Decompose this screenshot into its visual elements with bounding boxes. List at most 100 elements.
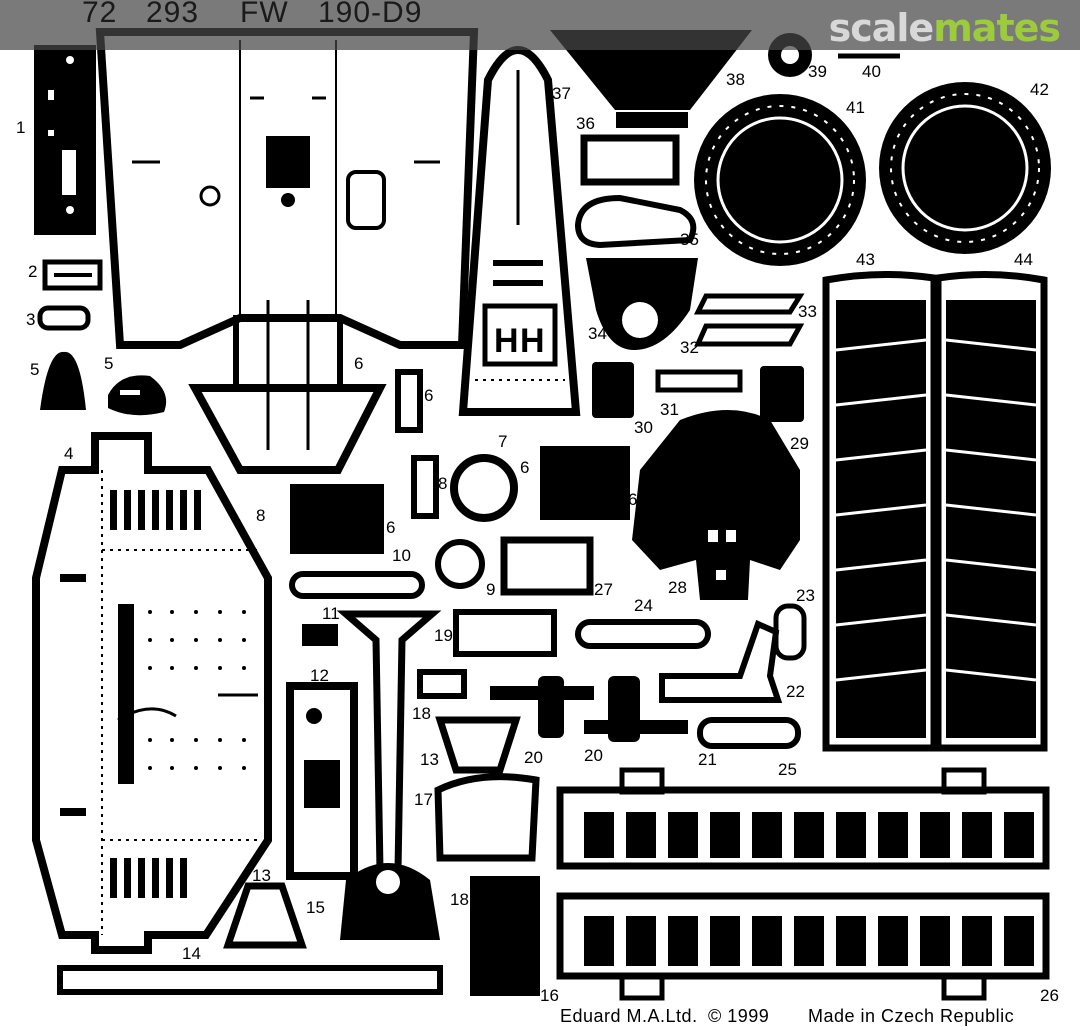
part-number: 17 — [414, 790, 433, 809]
part-42-wheel — [879, 82, 1051, 254]
part-number: 14 — [182, 944, 201, 963]
part-number: 33 — [798, 302, 817, 321]
part-number: 20 — [524, 748, 543, 767]
part-17-shroud — [434, 773, 540, 862]
part-number: 5 — [104, 354, 114, 373]
part-number: 37 — [552, 84, 571, 103]
svg-text:H: H — [494, 322, 519, 360]
part-number: 18 — [412, 704, 431, 723]
part-number: 31 — [660, 400, 679, 419]
part-13-cup — [435, 716, 521, 774]
part-21-link — [697, 717, 801, 749]
part-number: 24 — [634, 596, 653, 615]
part-number: 43 — [856, 250, 875, 269]
part-29-block — [760, 366, 804, 422]
part-number: 36 — [576, 114, 595, 133]
part-number: 40 — [862, 62, 881, 81]
part-number: 22 — [786, 682, 805, 701]
kit-number-prefix: 72 — [82, 0, 118, 29]
parts-2-3-small — [37, 259, 103, 331]
part-number: 38 — [726, 70, 745, 89]
part-number: 7 — [498, 432, 508, 451]
part-9-ring — [435, 539, 485, 589]
part-38-funnel — [550, 30, 752, 110]
aircraft-variant: 190-D9 — [318, 0, 423, 29]
part-number: 25 — [778, 760, 797, 779]
part-number: 32 — [680, 338, 699, 357]
part-6-tray — [188, 300, 387, 474]
part-number: 8 — [256, 506, 266, 525]
part-28-seat — [632, 410, 800, 600]
watermark-part2: mates — [933, 6, 1061, 50]
part-number: 28 — [668, 578, 687, 597]
part-number: 41 — [846, 98, 865, 117]
part-10-link — [289, 571, 425, 599]
part-18-clip — [417, 669, 467, 699]
part-number: 13 — [252, 866, 271, 885]
parts-5-pads — [40, 351, 167, 416]
watermark-part1: scale — [828, 6, 935, 50]
part-16-18-slats — [470, 876, 540, 996]
part-number: 30 — [634, 418, 653, 437]
part-22-lever — [659, 619, 783, 703]
part-31-strip — [655, 369, 743, 393]
part-43-44-grilles — [822, 270, 1048, 752]
part-number: 6 — [520, 458, 530, 477]
part-number: 34 — [588, 324, 607, 343]
part-35-clamp — [574, 194, 697, 249]
aircraft-type: FW — [240, 0, 289, 29]
part-6-brackets — [290, 369, 630, 554]
part-number: 9 — [486, 580, 496, 599]
part-11-12-controls — [286, 624, 358, 880]
part-number: 35 — [680, 230, 699, 249]
part-13-bracket — [223, 882, 307, 949]
part-number: 42 — [1030, 80, 1049, 99]
part-26-belt — [556, 892, 1050, 1001]
part-1-instrument-panel — [34, 45, 96, 235]
svg-text:H: H — [520, 322, 545, 360]
part-number: 10 — [392, 546, 411, 565]
part-20-levers — [490, 676, 688, 742]
part-number: 11 — [322, 604, 340, 623]
part-14-rod — [57, 965, 443, 995]
part-number: 15 — [306, 898, 325, 917]
part-32-strip — [694, 323, 805, 347]
part-number: 27 — [594, 580, 613, 599]
origin-label: Made in Czech Republic — [808, 1006, 1015, 1026]
part-24-link — [575, 619, 711, 649]
part-41-wheel — [694, 94, 866, 266]
part-number: 18 — [450, 890, 469, 909]
part-upper-flap-panel — [95, 28, 479, 349]
watermark-logo: scalemates — [828, 6, 1061, 50]
part-17-control-stick — [336, 610, 442, 940]
part-34-bracket — [586, 258, 698, 350]
part-number: 1 — [16, 118, 26, 137]
part-number: 29 — [790, 434, 809, 453]
part-27-plate — [500, 536, 594, 596]
part-number: 8 — [438, 474, 448, 493]
header-bar — [0, 0, 1080, 50]
part-number: 6 — [354, 354, 364, 373]
part-19-frame — [453, 609, 557, 657]
part-number: 20 — [584, 746, 603, 765]
part-number: 13 — [420, 750, 439, 769]
part-4-floor-panel — [32, 432, 272, 954]
part-number: 3 — [26, 310, 36, 329]
part-number: 4 — [64, 444, 74, 463]
part-number: 12 — [310, 666, 329, 685]
part-number: 16 — [540, 986, 559, 1005]
part-37-tall-panel: H H — [458, 46, 581, 416]
copyright-year: © 1999 — [708, 1006, 770, 1026]
part-36-clip — [580, 134, 680, 186]
part-number: 5 — [30, 360, 40, 379]
part-number: 21 — [698, 750, 717, 769]
part-number: 39 — [808, 62, 827, 81]
part-25-belt — [556, 767, 1050, 870]
part-number: 6 — [628, 490, 638, 509]
part-number: 6 — [424, 386, 434, 405]
kit-number: 293 — [146, 0, 200, 29]
part-23-key — [773, 603, 807, 661]
part-number: 26 — [1040, 986, 1059, 1005]
part-number: 6 — [386, 518, 396, 537]
